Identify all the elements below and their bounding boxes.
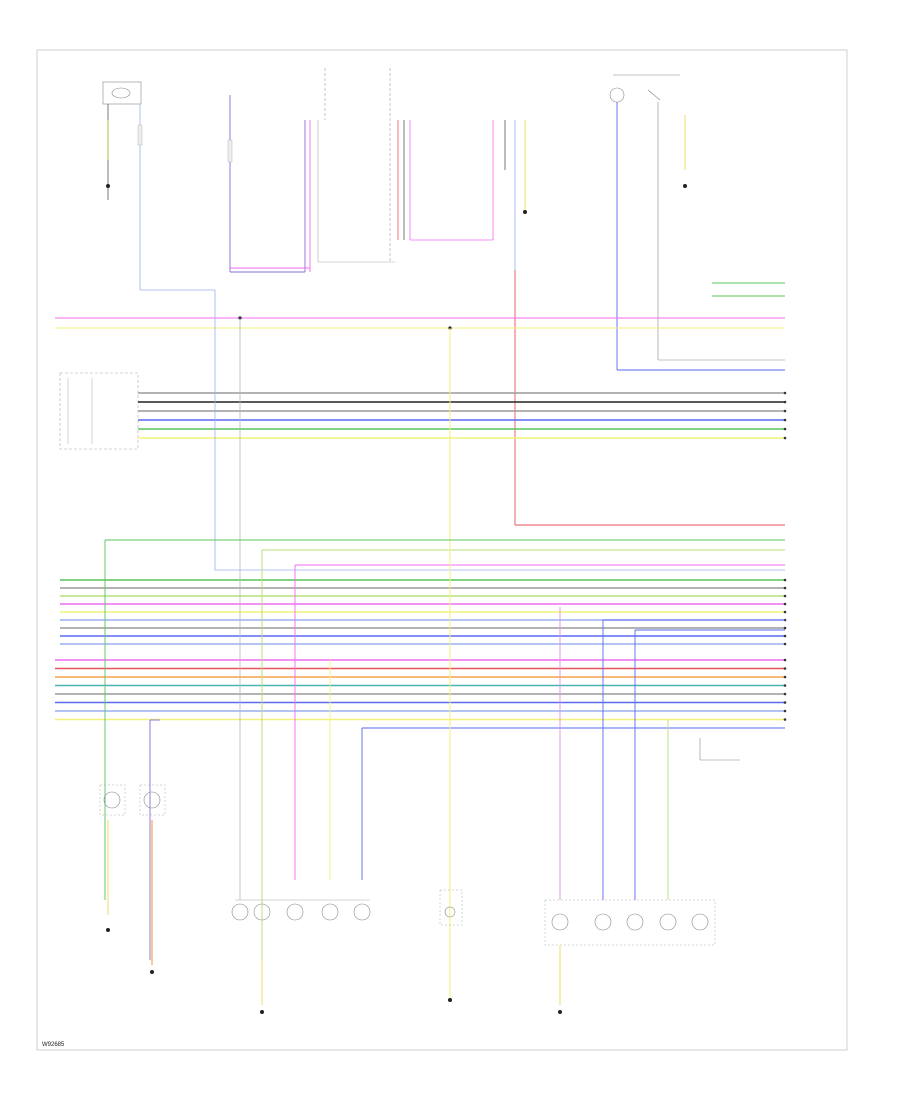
- top-connector-group-3: [504, 120, 785, 526]
- bottom-row-terminal-5: [783, 692, 787, 696]
- bottom-row-terminal-8: [783, 718, 787, 721]
- bottom-mid-switch: [439, 889, 463, 1002]
- module-row-terminal-6: [783, 436, 787, 440]
- bottom-row-terminal-6: [783, 701, 787, 704]
- top-right-inset-wires: [712, 282, 785, 297]
- top-connector-group-1: [227, 95, 311, 273]
- module-wire-rows: [138, 391, 787, 440]
- module-row-terminal-4: [783, 418, 787, 422]
- vertical-trunks: [104, 289, 785, 1000]
- middle-wire-rows: [60, 578, 787, 646]
- module-row-terminal-5: [783, 427, 787, 431]
- top-connector-group-2: [317, 68, 494, 263]
- middle-row-terminal-3: [783, 594, 787, 598]
- diagram-code: W92685: [42, 1042, 65, 1048]
- bus-rows: [55, 316, 785, 330]
- bottom-row-terminal-4: [783, 684, 787, 687]
- middle-row-terminal-8: [783, 634, 787, 638]
- diagram-frame: [36, 49, 848, 1051]
- control-module-box: [59, 372, 139, 450]
- bottom-center-lamps: [231, 899, 371, 1014]
- bottom-row-terminal-7: [783, 709, 787, 713]
- middle-row-terminal-2: [783, 586, 787, 590]
- middle-row-terminal-4: [783, 602, 787, 606]
- bottom-row-terminal-3: [783, 675, 787, 679]
- top-right-lamp: [609, 74, 785, 371]
- bottom-left-lamps: [99, 784, 166, 974]
- module-row-terminal-1: [783, 391, 787, 395]
- bottom-right-lamps: [544, 899, 716, 1014]
- bottom-row-terminal-1: [783, 658, 787, 662]
- middle-row-terminal-5: [783, 610, 787, 614]
- module-row-terminal-2: [783, 400, 787, 404]
- middle-row-terminal-1: [783, 578, 787, 582]
- module-row-terminal-3: [783, 409, 787, 413]
- bottom-row-terminal-2: [783, 667, 787, 670]
- top-left-sensor: [102, 81, 143, 290]
- middle-row-terminal-9: [783, 642, 787, 646]
- bottom-wire-rows: [55, 658, 787, 721]
- middle-row-terminal-7: [783, 626, 787, 630]
